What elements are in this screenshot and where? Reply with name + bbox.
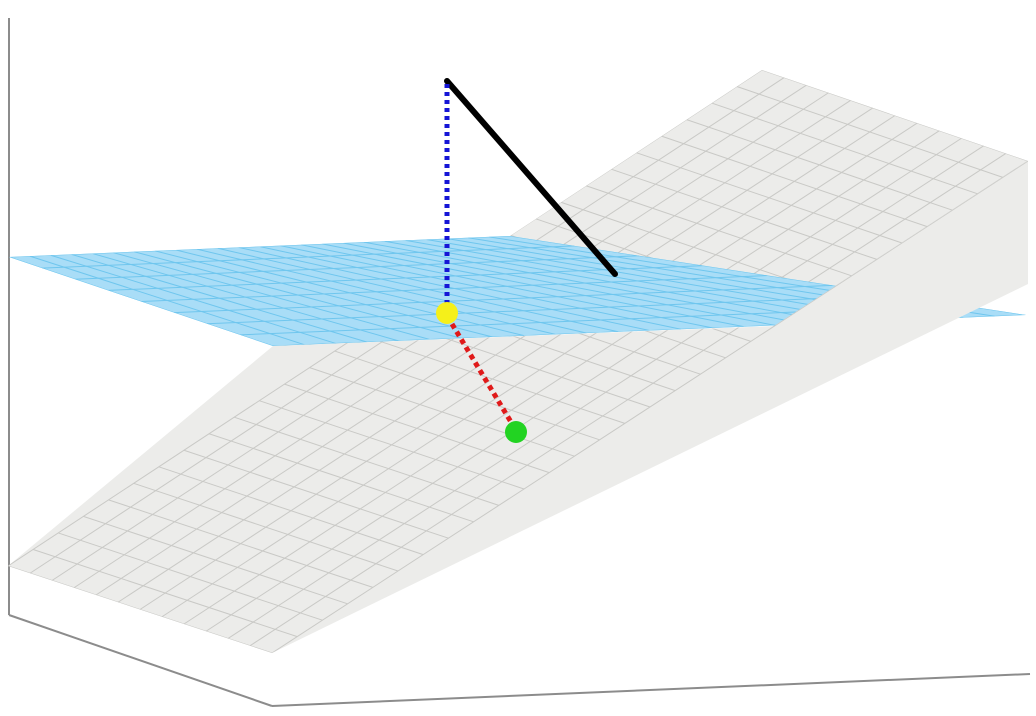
grid-line <box>510 84 807 326</box>
grid-line <box>107 265 704 291</box>
bottom-axis <box>271 673 1031 707</box>
grid-line <box>510 152 1007 326</box>
grid-line <box>140 275 769 302</box>
grid-line <box>510 92 829 326</box>
grid-line <box>510 145 984 326</box>
green-point <box>505 421 527 443</box>
grid-line <box>173 284 833 314</box>
left-depth-axis <box>8 614 273 707</box>
grid-line <box>41 245 575 269</box>
red-dotted-projection <box>449 322 517 429</box>
grid-line <box>74 255 640 280</box>
yellow-point <box>436 302 458 324</box>
grid-line <box>510 115 896 326</box>
grid-line <box>510 107 874 326</box>
axes-frame <box>8 18 1031 707</box>
grid-line <box>510 99 851 326</box>
blue-plane <box>9 236 1026 346</box>
blue-plane-surface <box>9 236 1026 346</box>
grid-line <box>510 137 962 326</box>
grid-line <box>206 294 898 325</box>
grid-line <box>271 161 1028 653</box>
grid-line <box>510 77 785 326</box>
solid-segment <box>444 78 618 277</box>
grid-line <box>510 130 940 326</box>
gray-plane-front-surface <box>8 161 1028 653</box>
blue-plane-grid <box>9 236 1026 346</box>
grid-line <box>510 122 918 326</box>
grid-line <box>9 236 511 258</box>
